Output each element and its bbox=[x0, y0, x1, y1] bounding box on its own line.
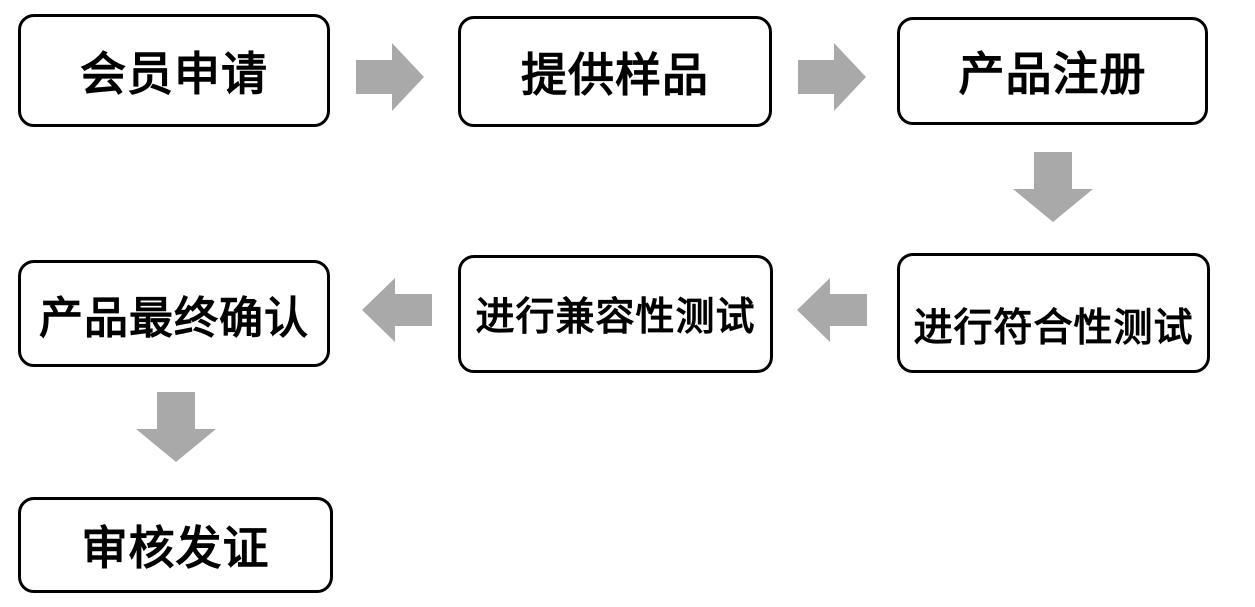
flow-node-product-registration: 产品注册 bbox=[897, 17, 1208, 125]
flow-node-label: 会员申请 bbox=[80, 46, 268, 101]
arrow-left-icon bbox=[797, 278, 867, 342]
flow-node-compatibility-testing: 进行兼容性测试 bbox=[458, 255, 773, 373]
arrow-down-icon bbox=[1013, 152, 1093, 222]
flow-node-label: 审核发证 bbox=[81, 521, 270, 575]
flow-node-label: 产品最终确认 bbox=[39, 292, 309, 344]
flow-node-final-product-confirmation: 产品最终确认 bbox=[18, 260, 330, 367]
flow-node-review-and-certification: 审核发证 bbox=[18, 497, 333, 593]
flow-node-provide-samples: 提供样品 bbox=[458, 16, 772, 127]
arrow-down-icon bbox=[136, 392, 216, 462]
arrow-left-icon bbox=[362, 278, 432, 342]
flow-node-label: 产品注册 bbox=[958, 47, 1147, 101]
arrow-right-icon bbox=[356, 43, 424, 111]
flow-node-label: 进行兼容性测试 bbox=[475, 295, 756, 340]
flow-node-conformance-testing: 进行符合性测试 bbox=[897, 253, 1210, 373]
flow-node-label: 进行符合性测试 bbox=[913, 306, 1194, 351]
flow-node-member-application: 会员申请 bbox=[18, 14, 330, 127]
arrow-right-icon bbox=[798, 43, 866, 111]
flow-node-label: 提供样品 bbox=[521, 47, 709, 102]
